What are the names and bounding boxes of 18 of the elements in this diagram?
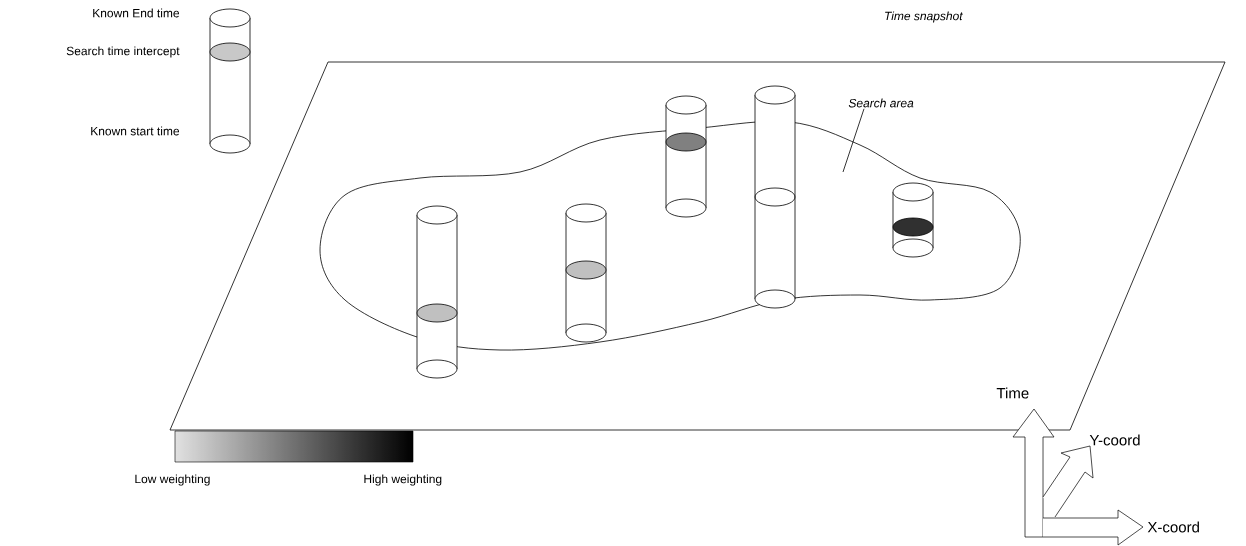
- leader-line: [842, 108, 865, 173]
- node-label: Time snapshot: [885, 11, 964, 23]
- area-label: Search area: [848, 98, 914, 108]
- cylinder: [754, 85, 796, 309]
- scale-label: Low weighting: [135, 474, 210, 486]
- cylinder-label: Search time intercept: [66, 46, 180, 58]
- cylinder: [209, 8, 251, 154]
- cylinder: [565, 203, 607, 343]
- axis-label: Y-coord: [1089, 434, 1140, 446]
- cylinder-label: Known start time: [91, 126, 180, 136]
- cylinder-label: Known End time: [93, 8, 180, 18]
- scale-label: High weighting: [364, 474, 442, 486]
- cylinder: [892, 182, 934, 258]
- axis-label: Time: [996, 387, 1029, 399]
- axis-label: X-coord: [1147, 521, 1199, 533]
- cylinder: [416, 205, 458, 379]
- search-area-outline: [319, 120, 1021, 351]
- cylinder: [665, 95, 707, 218]
